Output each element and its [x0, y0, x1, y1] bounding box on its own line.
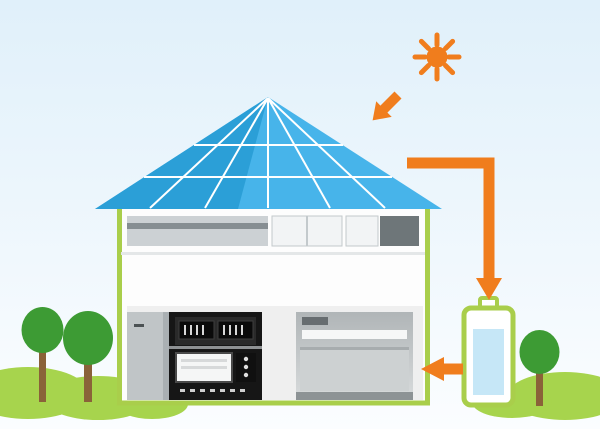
display-ticks	[184, 325, 243, 335]
vent-window-slat	[127, 223, 268, 229]
tree-trunk	[84, 362, 92, 402]
kitchen	[127, 306, 423, 400]
tree-left-large	[63, 311, 113, 365]
dishwasher-door-edge	[300, 347, 409, 350]
oven-knobs	[243, 356, 249, 378]
arrow-roof-to-battery-line	[407, 157, 495, 280]
dishwasher-door	[300, 347, 409, 391]
solar-panel-grid	[144, 97, 392, 209]
sun-icon	[412, 32, 462, 82]
kitchen-range	[169, 312, 262, 400]
arrow-battery-to-house-head	[421, 357, 444, 381]
roof-solar-panel	[95, 97, 442, 209]
upper-floor-windows	[121, 215, 425, 255]
dishwasher-base	[296, 392, 413, 400]
grid-line	[204, 97, 269, 209]
floor-divider	[121, 252, 425, 255]
sun-rays	[412, 32, 462, 82]
dishwasher	[296, 312, 413, 400]
dishwasher-control	[302, 317, 328, 325]
arrow-battery-to-house	[421, 357, 463, 381]
oven-window-line	[181, 359, 227, 362]
cabinet-handle	[134, 324, 144, 327]
battery-charge-level	[473, 329, 504, 395]
arrow-roof-to-battery	[407, 157, 502, 300]
tree-right	[519, 330, 560, 374]
window-right-light	[345, 215, 379, 247]
sun-core	[426, 46, 448, 68]
tree-left-small	[21, 307, 64, 353]
battery	[461, 296, 516, 408]
tree-trunks	[39, 348, 543, 406]
vent-window	[127, 216, 268, 246]
window-right-dark	[380, 216, 419, 246]
arrow-sun-to-roof	[372, 91, 402, 121]
solar-panel-shade	[95, 97, 268, 209]
range-trim	[169, 346, 262, 349]
tree-foliage	[21, 307, 560, 374]
range-bottom-ticks	[180, 389, 245, 392]
kitchen-cabinet	[127, 312, 169, 400]
grid-line	[267, 97, 331, 209]
tree-trunk	[39, 348, 46, 402]
cabinet-shade	[163, 312, 169, 400]
dishwasher-slot	[302, 330, 407, 339]
tree-trunk	[536, 370, 543, 406]
grid-line	[267, 97, 386, 209]
oven-window-line	[181, 366, 227, 369]
arrow-roof-to-battery-head	[476, 278, 502, 300]
grid-line	[149, 97, 269, 209]
